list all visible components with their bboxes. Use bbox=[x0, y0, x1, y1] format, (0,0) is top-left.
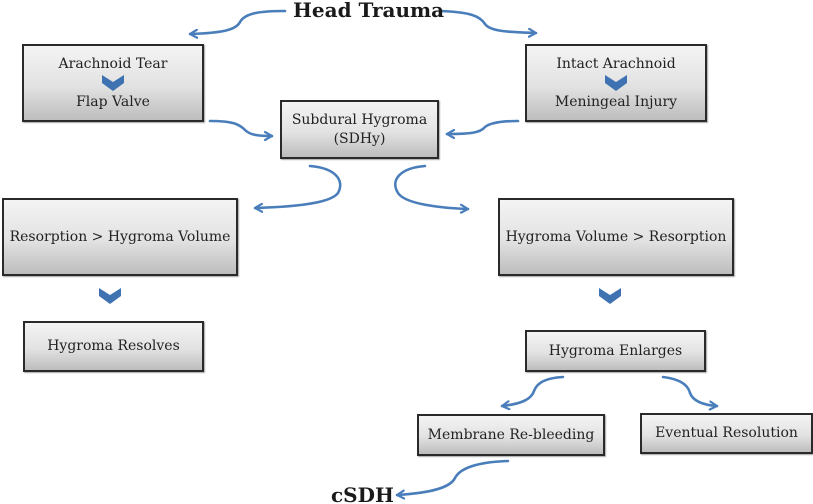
arrow-rebleeding-to-csdh bbox=[395, 459, 510, 495]
sdhy-abbrev-label: (SDHy) bbox=[333, 130, 386, 147]
head-trauma-label: Head Trauma bbox=[293, 0, 445, 22]
arachnoid-tear-label: Arachnoid Tear bbox=[58, 55, 168, 72]
arrow-enlarges-to-rebleeding bbox=[500, 375, 565, 406]
resorption-gt-volume-box: Resorption > Hygroma Volume bbox=[2, 198, 238, 276]
arrow-flap-valve-to-sdhy bbox=[208, 119, 274, 136]
chevron-down-icon bbox=[102, 75, 124, 91]
resorption-gt-volume-label: Resorption > Hygroma Volume bbox=[9, 228, 231, 245]
intact-arachnoid-label: Intact Arachnoid bbox=[556, 55, 676, 72]
flap-valve-label: Flap Valve bbox=[76, 94, 150, 110]
subdural-hygroma-label: Subdural Hygroma bbox=[291, 112, 428, 129]
arrow-enlarges-to-eventual bbox=[661, 375, 719, 406]
volume-gt-resorption-label: Hygroma Volume > Resorption bbox=[505, 228, 727, 245]
subdural-hygroma-box: Subdural Hygroma (SDHy) bbox=[280, 100, 439, 159]
arrow-meningeal-to-sdhy bbox=[445, 119, 520, 134]
arachnoid-tear-box: Arachnoid Tear Flap Valve bbox=[22, 44, 204, 122]
hygroma-resolves-label: Hygroma Resolves bbox=[47, 338, 180, 355]
chevron-down-icon bbox=[599, 288, 621, 304]
chevron-down-icon bbox=[99, 288, 121, 304]
membrane-rebleeding-box: Membrane Re-bleeding bbox=[417, 414, 605, 456]
hygroma-enlarges-label: Hygroma Enlarges bbox=[548, 342, 683, 359]
intact-arachnoid-box: Intact Arachnoid Meningeal Injury bbox=[525, 44, 707, 122]
csdh-label: cSDH bbox=[331, 483, 394, 504]
arrow-trauma-to-arachnoid-tear bbox=[188, 9, 287, 34]
eventual-resolution-box: Eventual Resolution bbox=[640, 413, 813, 454]
volume-gt-resorption-box: Hygroma Volume > Resorption bbox=[498, 198, 734, 276]
meningeal-injury-label: Meningeal Injury bbox=[554, 94, 678, 110]
chevron-down-icon bbox=[605, 75, 627, 91]
eventual-resolution-label: Eventual Resolution bbox=[655, 425, 798, 442]
membrane-rebleeding-label: Membrane Re-bleeding bbox=[427, 426, 595, 443]
hygroma-enlarges-box: Hygroma Enlarges bbox=[525, 330, 706, 372]
hygroma-resolves-box: Hygroma Resolves bbox=[23, 321, 204, 372]
arrow-sdhy-to-resorption bbox=[253, 164, 342, 208]
arrow-trauma-to-intact-arachnoid bbox=[438, 9, 538, 33]
arrow-sdhy-to-volume bbox=[394, 164, 470, 209]
